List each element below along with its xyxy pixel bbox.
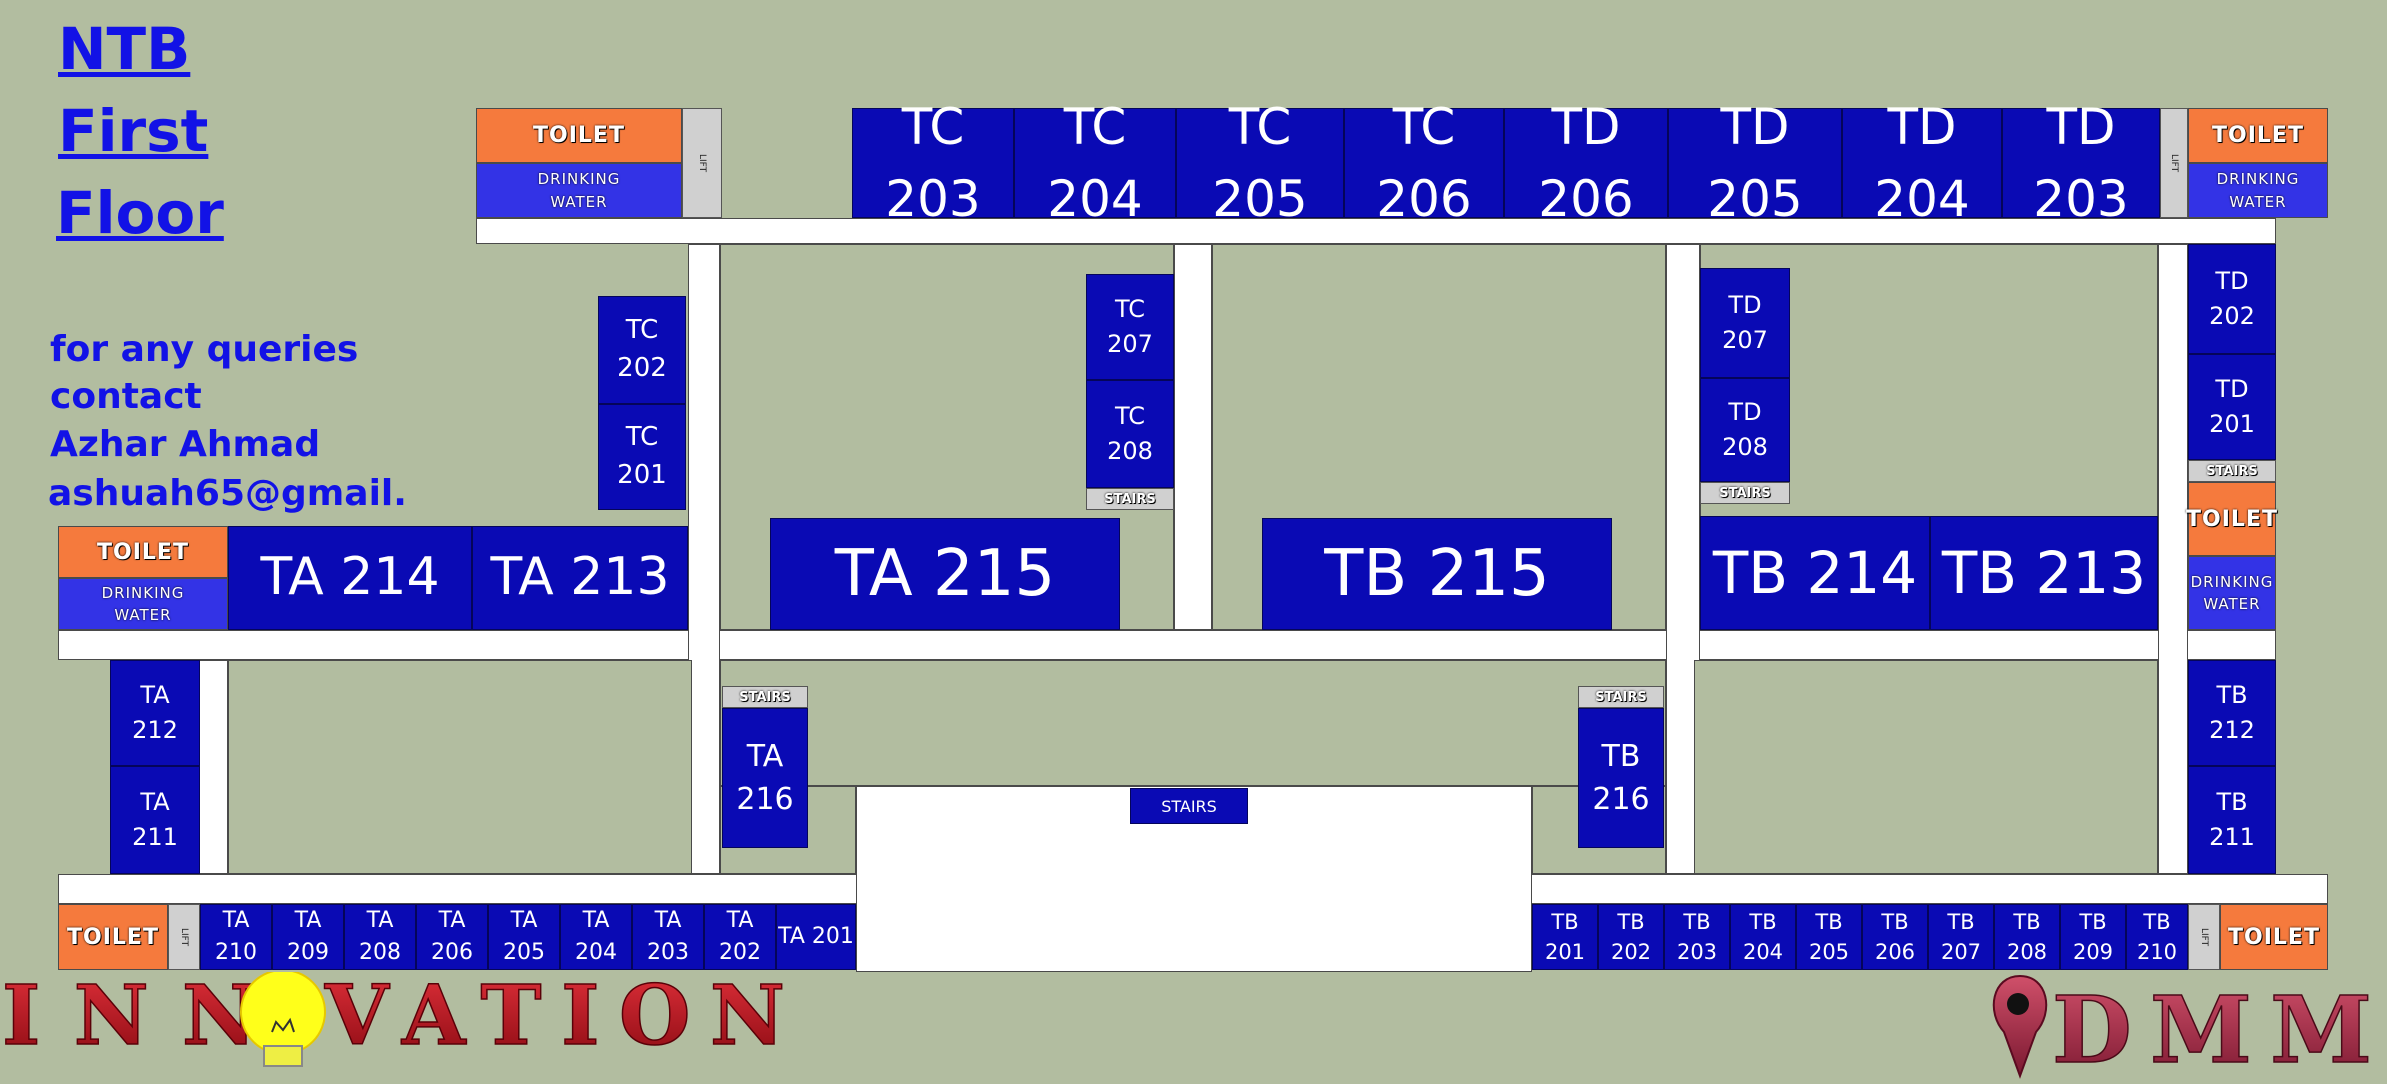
- room-tb216[interactable]: TB 216: [1578, 708, 1664, 848]
- title-line-3: Floor: [56, 179, 224, 247]
- lift-label: LIFT: [2199, 927, 2209, 947]
- room-ta209[interactable]: TA 209: [272, 904, 344, 970]
- room-tc204[interactable]: TC 204: [1014, 98, 1176, 228]
- room-td206[interactable]: TD 206: [1504, 98, 1668, 228]
- room-ta201[interactable]: TA 201: [776, 904, 856, 970]
- innovation-logo: INN VATION: [0, 967, 800, 1072]
- lift-label: LIFT: [179, 927, 189, 947]
- lift-label: LIFT: [697, 153, 707, 173]
- drinking-water-left: DRINKING WATER: [58, 578, 228, 630]
- room-td204[interactable]: TD 204: [1842, 98, 2002, 228]
- room-td202[interactable]: TD 202: [2188, 244, 2276, 354]
- contact-line-2: contact: [50, 376, 202, 417]
- room-tb209[interactable]: TB 209: [2060, 904, 2126, 970]
- room-ta202[interactable]: TA 202: [704, 904, 776, 970]
- corridor-v-1: [688, 244, 720, 874]
- drinking-water-right: DRINKING WATER: [2188, 556, 2276, 630]
- corridor-top: [476, 218, 2276, 244]
- room-tc207[interactable]: TC 207: [1086, 274, 1174, 380]
- room-ta214[interactable]: TA 214: [228, 526, 472, 630]
- room-ta212[interactable]: TA 212: [110, 660, 200, 766]
- room-tc208[interactable]: TC 208: [1086, 380, 1174, 488]
- room-ta204[interactable]: TA 204: [560, 904, 632, 970]
- dmm-logo-graphic: DMM: [1992, 974, 2373, 1084]
- dmm-logo: DMM: [1990, 972, 2385, 1084]
- drinking-water-top-left: DRINKING WATER: [476, 163, 682, 218]
- lift-bottom-right: LIFT: [2188, 904, 2220, 970]
- room-ta205[interactable]: TA 205: [488, 904, 560, 970]
- room-td205[interactable]: TD 205: [1668, 98, 1842, 228]
- room-td207[interactable]: TD 207: [1700, 268, 1790, 378]
- stairs-tc: STAIRS: [1086, 488, 1174, 510]
- room-tb202[interactable]: TB 202: [1598, 904, 1664, 970]
- corridor-middle: [58, 630, 2276, 660]
- stairs-td-right: STAIRS: [2188, 460, 2276, 482]
- room-tc205[interactable]: TC 205: [1176, 98, 1344, 228]
- stairs-ta: STAIRS: [722, 686, 808, 708]
- title-line-2: First: [58, 97, 209, 165]
- room-tc201[interactable]: TC 201: [598, 404, 686, 510]
- room-tb210[interactable]: TB 210: [2126, 904, 2188, 970]
- room-td201[interactable]: TD 201: [2188, 354, 2276, 460]
- room-tc206[interactable]: TC 206: [1344, 98, 1504, 228]
- block-lower-1: [228, 660, 692, 874]
- svg-text:INN: INN: [2, 972, 257, 1064]
- room-ta211[interactable]: TA 211: [110, 766, 200, 874]
- contact-email: ashuah65@gmail.: [48, 473, 407, 514]
- contact-line-3: Azhar Ahmad: [50, 424, 321, 465]
- toilet-bottom-right: TOILET: [2220, 904, 2328, 970]
- block-lower-2: [720, 660, 1666, 786]
- room-tb214[interactable]: TB 214: [1700, 516, 1930, 630]
- room-tb213[interactable]: TB 213: [1930, 516, 2158, 630]
- room-ta210[interactable]: TA 210: [200, 904, 272, 970]
- room-tc202[interactable]: TC 202: [598, 296, 686, 404]
- stairs-tb: STAIRS: [1578, 686, 1664, 708]
- room-tb211[interactable]: TB 211: [2188, 766, 2276, 874]
- toilet-left: TOILET: [58, 526, 228, 578]
- room-ta215[interactable]: TA 215: [770, 518, 1120, 630]
- room-ta216[interactable]: TA 216: [722, 708, 808, 848]
- room-tb203[interactable]: TB 203: [1664, 904, 1730, 970]
- lift-label: LIFT: [2169, 153, 2179, 173]
- stairs-central: STAIRS: [1130, 788, 1248, 824]
- room-tb208[interactable]: TB 208: [1994, 904, 2060, 970]
- room-td208[interactable]: TD 208: [1700, 378, 1790, 482]
- lift-top-right: LIFT: [2160, 108, 2188, 218]
- toilet-bottom-left: TOILET: [58, 904, 168, 970]
- corridor-v-left: [198, 660, 228, 874]
- drinking-water-top-right: DRINKING WATER: [2188, 163, 2328, 218]
- room-ta203[interactable]: TA 203: [632, 904, 704, 970]
- toilet-top-left: TOILET: [476, 108, 682, 163]
- innovation-logo-graphic: INN VATION: [1, 967, 786, 1067]
- corridor-v-4: [2158, 244, 2188, 874]
- block-lower-3: [1694, 660, 2158, 874]
- stairs-td: STAIRS: [1700, 482, 1790, 504]
- svg-text:DMM: DMM: [2052, 976, 2372, 1080]
- lift-top-left: LIFT: [682, 108, 722, 218]
- toilet-right: TOILET: [2186, 482, 2277, 556]
- room-tb206[interactable]: TB 206: [1862, 904, 1928, 970]
- room-tb201[interactable]: TB 201: [1532, 904, 1598, 970]
- room-tb212[interactable]: TB 212: [2188, 660, 2276, 766]
- room-td203[interactable]: TD 203: [2002, 98, 2160, 228]
- lift-bottom-left: LIFT: [168, 904, 200, 970]
- room-tb207[interactable]: TB 207: [1928, 904, 1994, 970]
- title-line-1: NTB: [58, 15, 191, 83]
- room-tb205[interactable]: TB 205: [1796, 904, 1862, 970]
- room-tb215[interactable]: TB 215: [1262, 518, 1612, 630]
- room-tb204[interactable]: TB 204: [1730, 904, 1796, 970]
- room-tc203[interactable]: TC 203: [852, 98, 1014, 228]
- toilet-top-right: TOILET: [2188, 108, 2328, 163]
- room-ta213[interactable]: TA 213: [472, 526, 688, 630]
- room-ta206[interactable]: TA 206: [416, 904, 488, 970]
- room-ta208[interactable]: TA 208: [344, 904, 416, 970]
- corridor-v-2: [1174, 244, 1212, 630]
- contact-line-1: for any queries: [50, 329, 359, 370]
- svg-text:VATION: VATION: [324, 972, 785, 1064]
